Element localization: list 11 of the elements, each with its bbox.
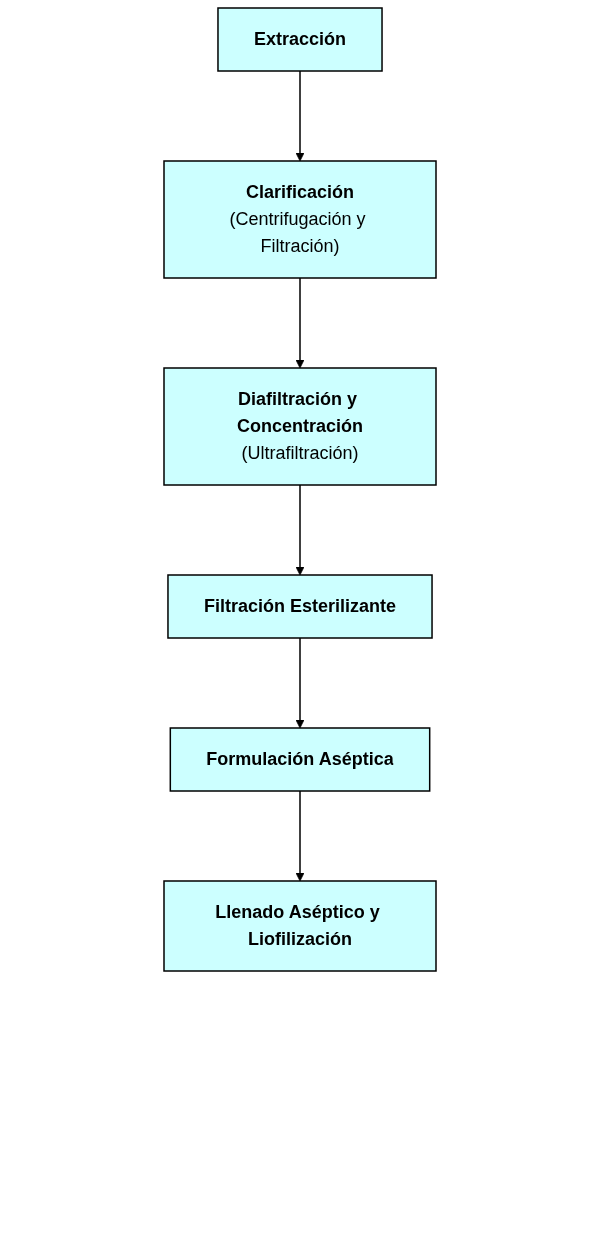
arrow (295, 637, 305, 729)
arrow (295, 790, 305, 882)
arrow (295, 277, 305, 369)
arrow (295, 70, 305, 162)
node-box: Extracción (217, 7, 383, 72)
node-box: Diafiltración y Concentración (Ultrafiltración) (163, 367, 437, 486)
node-box: Filtración Esterilizante (167, 574, 433, 639)
node-box: Llenado Aséptico y Liofilización (163, 880, 437, 972)
node-box: Clarificación (Centrifugación y Filtración) (163, 160, 437, 279)
node-box: Formulación Aséptica (169, 727, 431, 792)
arrow (295, 484, 305, 576)
